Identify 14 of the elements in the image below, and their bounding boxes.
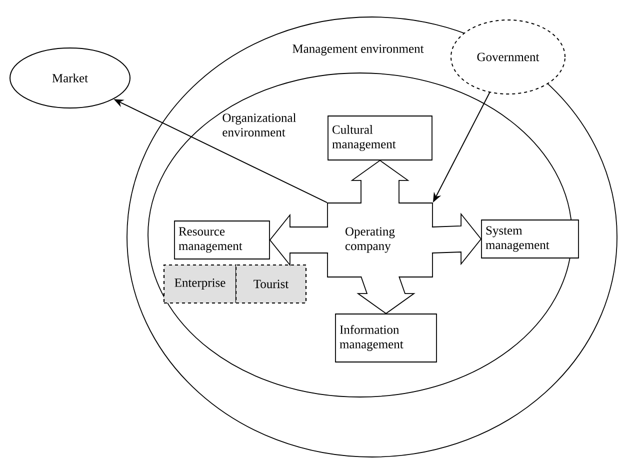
dashed-box: Tourist [235,264,307,304]
block-arrow [269,214,328,266]
environment-label: Organizational environment [222,113,296,136]
management-box: System management [481,220,579,258]
block-arrow [356,276,416,314]
management-box: Information management [335,314,437,362]
block-arrow [432,212,482,266]
dashed-box: Enterprise [163,264,237,304]
cross-center: Operating company [327,202,433,278]
block-arrow [350,160,410,204]
management-box: Cultural management [328,116,432,160]
management-box: Resource management [174,220,270,260]
environment-label: Management environment [292,44,424,56]
ellipse-node: Market [10,48,130,108]
